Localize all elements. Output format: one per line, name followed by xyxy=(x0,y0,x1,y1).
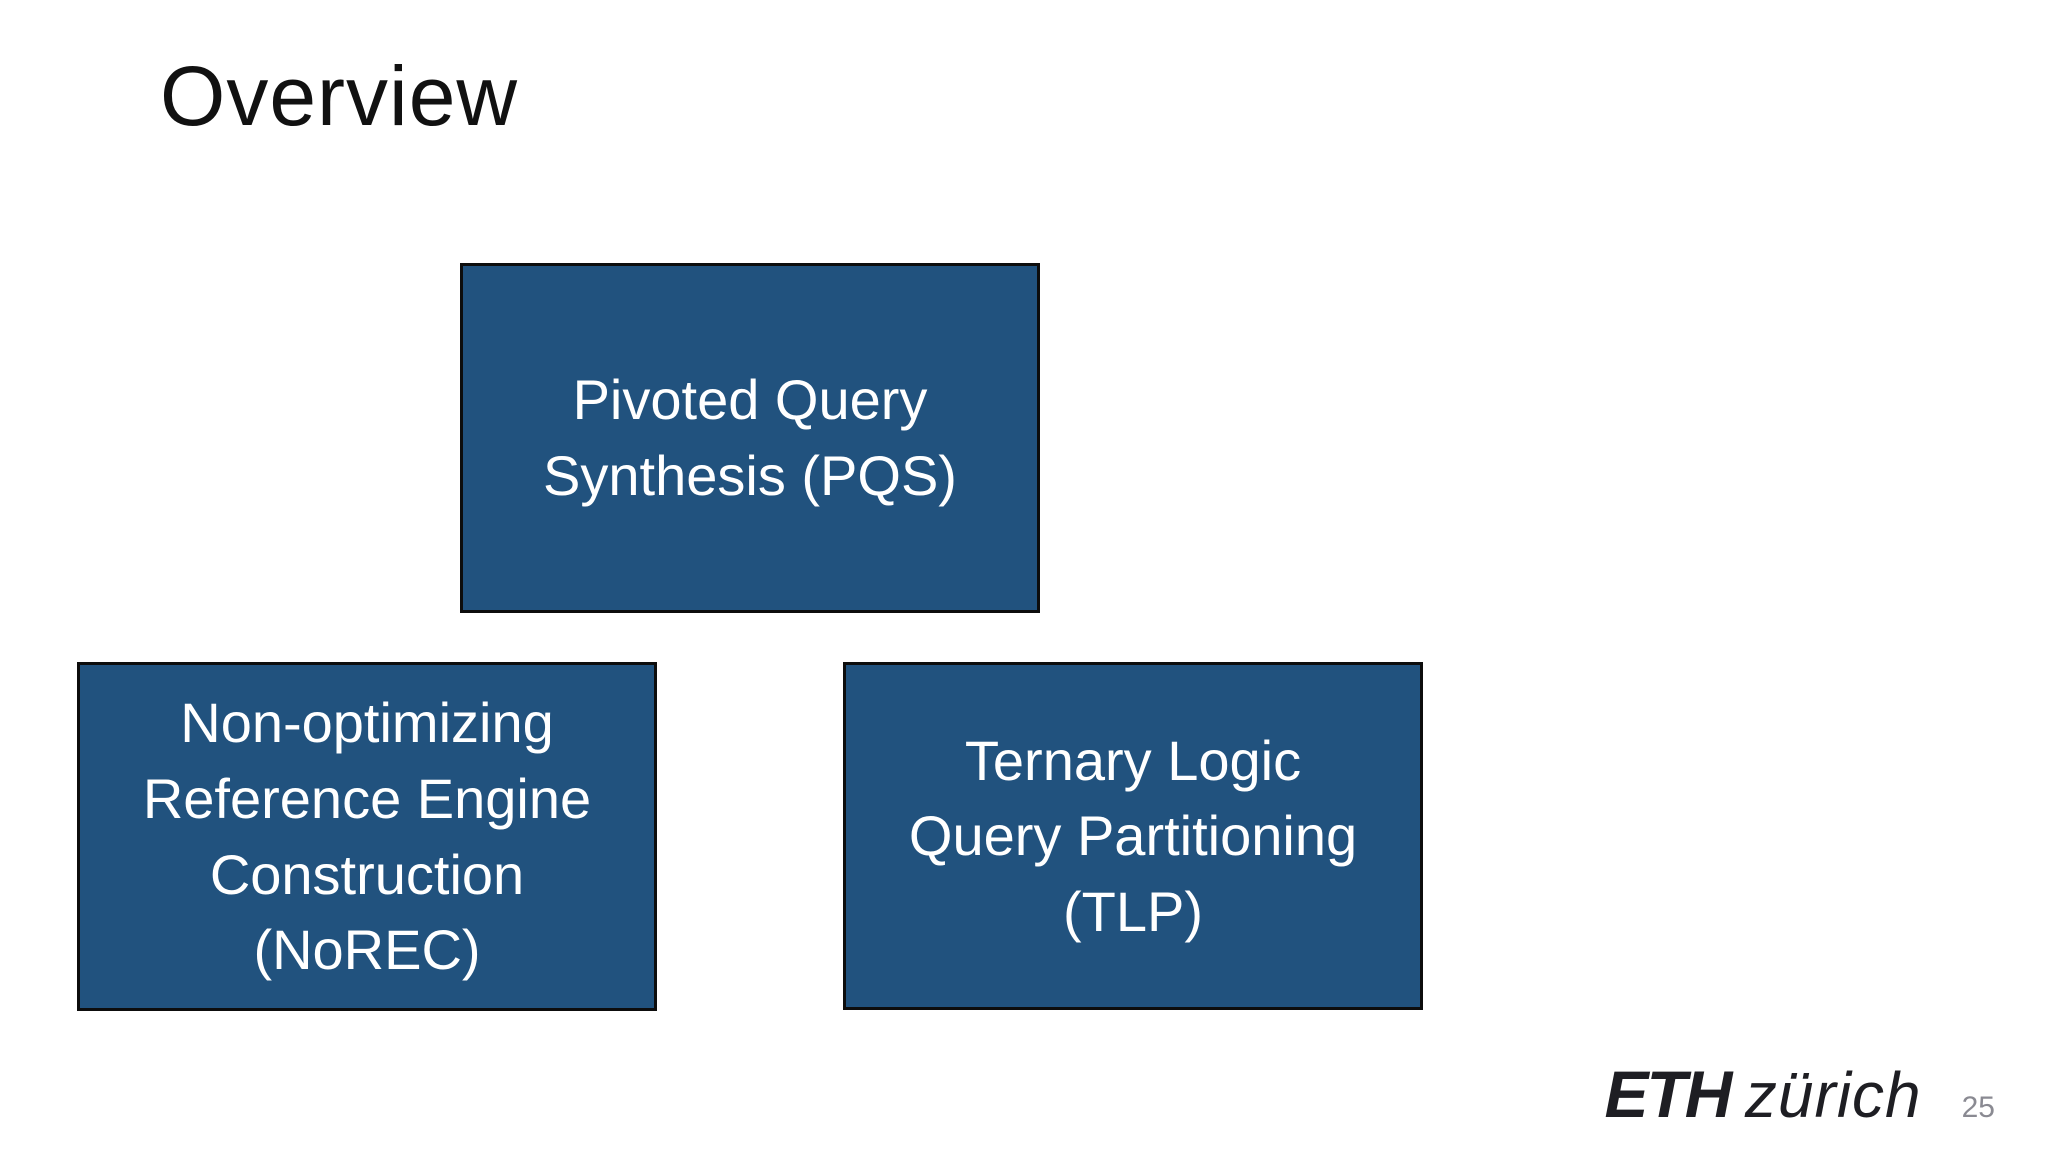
eth-logo-regular-text: zürich xyxy=(1744,1059,1922,1131)
page-number: 25 xyxy=(1961,1091,1995,1124)
box-norec: Non-optimizing Reference Engine Construc… xyxy=(77,662,657,1011)
eth-zurich-logo: ETH zürich xyxy=(1604,1056,1921,1132)
box-tlp-line: (TLP) xyxy=(1063,879,1203,943)
box-norec-label: Non-optimizing Reference Engine Construc… xyxy=(143,685,591,987)
box-pqs-line: Pivoted Query xyxy=(572,368,928,432)
box-tlp-line: Query Partitioning xyxy=(908,804,1358,868)
box-pqs: Pivoted Query Synthesis (PQS) xyxy=(460,263,1040,613)
slide-footer: ETH zürich 25 xyxy=(1604,1056,1995,1132)
box-norec-line: (NoREC) xyxy=(253,918,481,982)
box-norec-line: Non-optimizing xyxy=(180,691,554,755)
box-norec-line: Reference Engine xyxy=(142,766,592,830)
box-pqs-line: Synthesis (PQS) xyxy=(543,444,957,507)
box-tlp-line: Ternary Logic xyxy=(964,728,1302,792)
eth-logo-bold-text: ETH xyxy=(1604,1057,1732,1131)
box-pqs-label: Pivoted Query Synthesis (PQS) xyxy=(543,362,957,513)
box-tlp: Ternary Logic Query Partitioning (TLP) xyxy=(843,662,1423,1010)
box-norec-line: Construction xyxy=(209,842,525,906)
slide-title: Overview xyxy=(160,49,519,143)
box-tlp-label: Ternary Logic Query Partitioning (TLP) xyxy=(909,723,1357,950)
